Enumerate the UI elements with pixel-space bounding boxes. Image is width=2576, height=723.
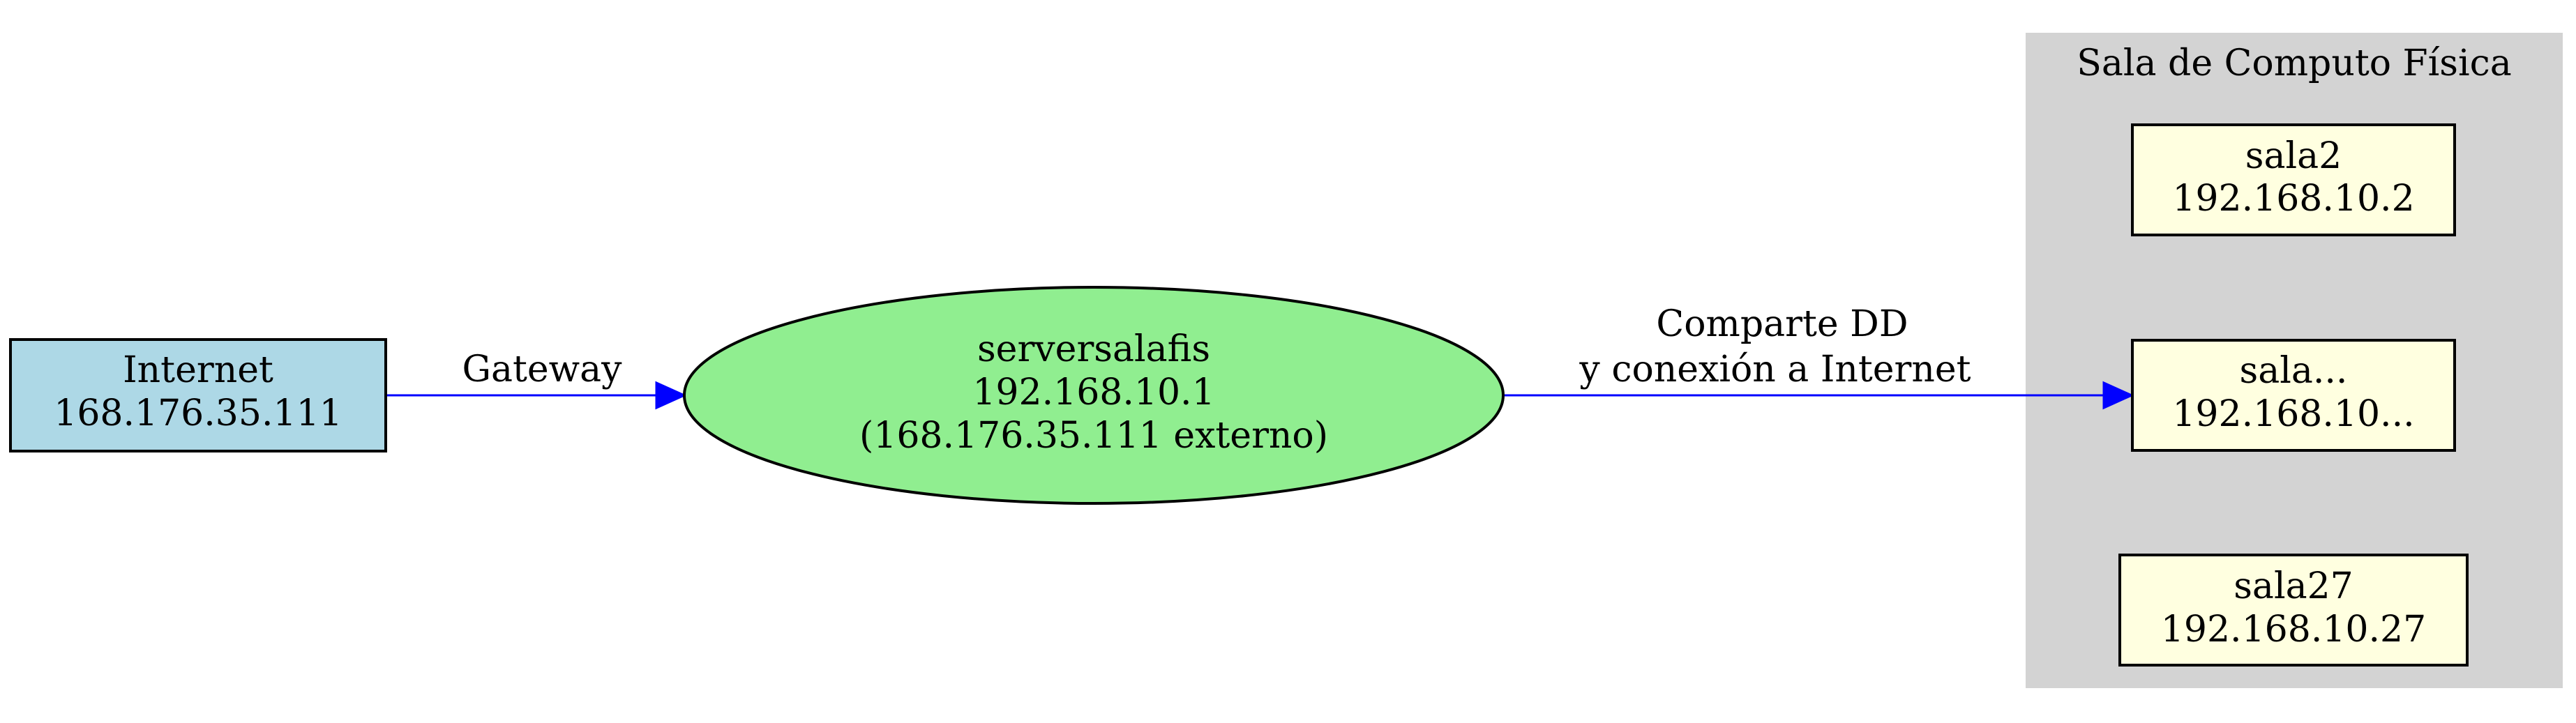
node-server-ip: 192.168.10.1 — [972, 372, 1214, 413]
cluster-title: Sala de Computo Física — [2077, 43, 2511, 84]
node-sala27[interactable]: sala27 192.168.10.27 — [2118, 554, 2469, 667]
edge-label-gateway: Gateway — [462, 349, 622, 390]
node-internet-name: Internet — [123, 349, 273, 391]
edge-comparte: Comparte DD y conexión a Internet — [1505, 303, 2134, 410]
node-server-external-ip: (168.176.35.111 externo) — [859, 415, 1328, 457]
node-internet[interactable]: Internet 168.176.35.111 — [9, 338, 387, 452]
node-sala-mid-name: sala... — [2240, 350, 2348, 392]
node-sala27-ip: 192.168.10.27 — [2161, 609, 2426, 650]
node-sala2-box — [2131, 123, 2456, 236]
edge-label-line1: Comparte DD — [1656, 303, 1908, 345]
node-serversalafis[interactable]: serversalafis 192.168.10.1 (168.176.35.1… — [683, 286, 1505, 505]
node-sala-mid-ip: 192.168.10... — [2172, 393, 2414, 435]
node-internet-ip: 168.176.35.111 — [54, 393, 342, 434]
arrowhead-icon — [655, 381, 687, 410]
edge-label-line2: y conexión a Internet — [1579, 349, 1971, 390]
node-sala27-name: sala27 — [2234, 565, 2353, 607]
node-sala-ellipsis[interactable]: sala... 192.168.10... — [2131, 339, 2456, 452]
node-server-name: serversalafis — [977, 328, 1210, 370]
node-server-ellipse — [683, 286, 1505, 505]
node-sala-mid-box — [2131, 339, 2456, 452]
node-sala2-ip: 192.168.10.2 — [2172, 178, 2414, 220]
node-sala27-box — [2118, 554, 2469, 667]
node-internet-box — [9, 338, 387, 452]
node-sala2-name: sala2 — [2245, 135, 2342, 177]
node-sala2[interactable]: sala2 192.168.10.2 — [2131, 123, 2456, 236]
edge-gateway: Gateway — [386, 349, 687, 410]
arrowhead-icon — [2102, 381, 2134, 410]
